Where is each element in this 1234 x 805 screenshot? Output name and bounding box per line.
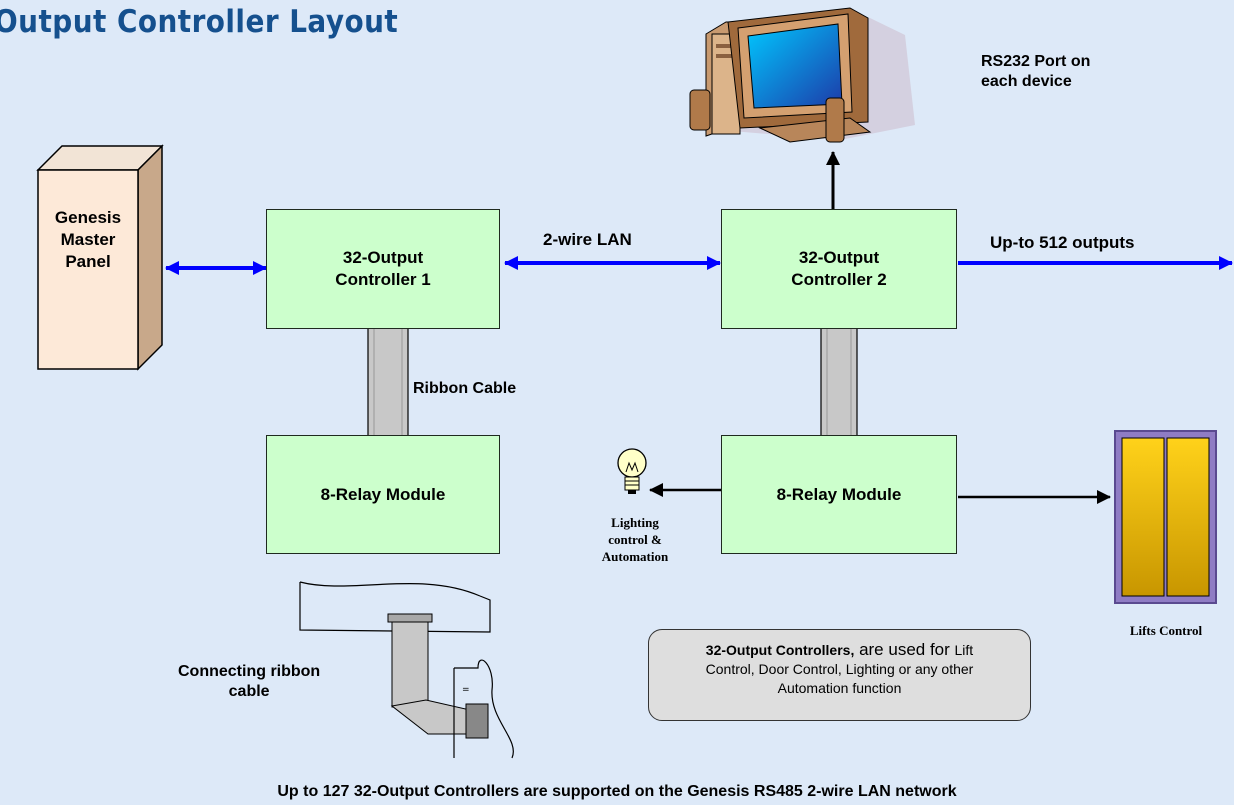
master-panel-label: Genesis Master Panel — [54, 208, 122, 271]
ribbon-cable-1 — [364, 315, 412, 447]
info-note: 32-Output Controllers, are used for Lift… — [648, 629, 1031, 721]
master-panel-box — [36, 144, 164, 371]
footer-note: Up to 127 32-Output Controllers are supp… — [277, 783, 957, 800]
svg-text:=: = — [462, 685, 470, 695]
outputs-label: Up-to 512 outputs — [990, 233, 1135, 252]
lan-label: 2-wire LAN — [543, 230, 632, 249]
relay-module-2-box: 8-Relay Module — [721, 435, 957, 554]
lifts-label: Lifts Control — [1129, 623, 1203, 638]
relay-module-1-box: 8-Relay Module — [266, 435, 500, 554]
computer-icon — [689, 7, 915, 143]
lightbulb-icon — [617, 448, 647, 494]
lift-doors-icon — [1114, 430, 1217, 604]
ribbon-cable-label: Ribbon Cable — [413, 380, 517, 397]
page-title: Output Controller Layout — [0, 4, 399, 40]
connecting-ribbon-illustration: = — [299, 581, 514, 759]
ribbon-cable-2 — [817, 315, 861, 447]
